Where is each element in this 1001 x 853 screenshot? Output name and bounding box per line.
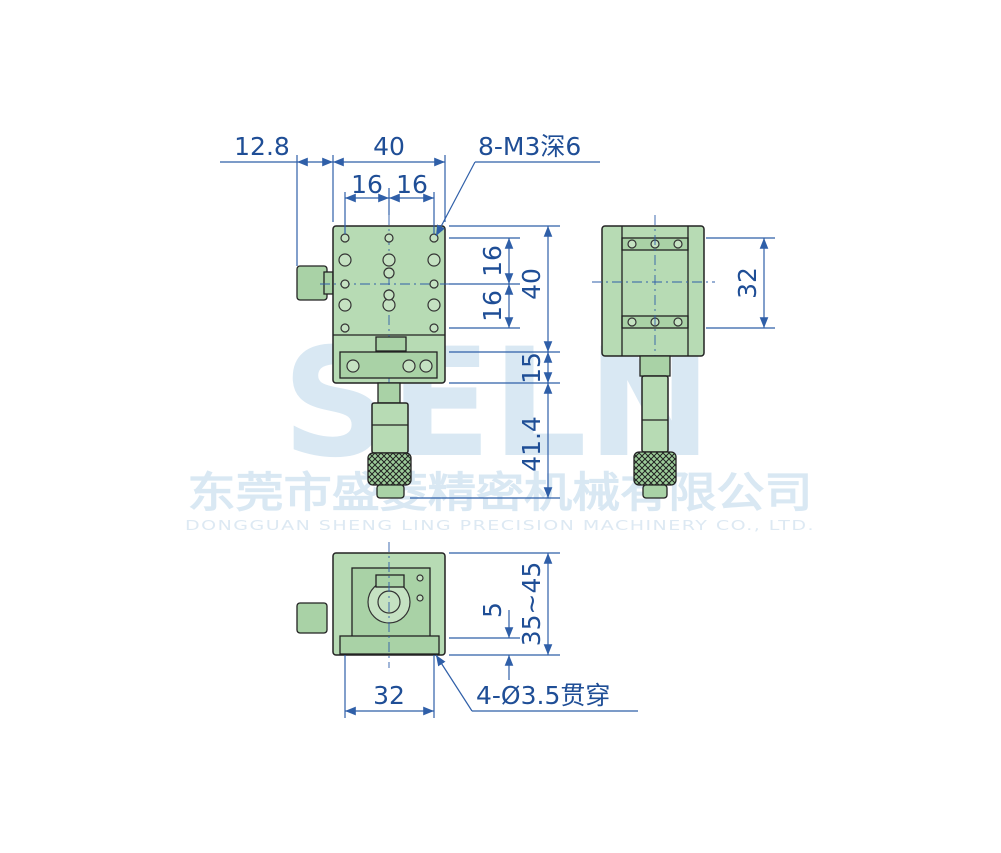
dim-front-5: 5 [478, 602, 507, 618]
dim-right-height: 40 [517, 268, 546, 300]
dim-right-pitch-a: 16 [478, 245, 507, 277]
dim-through-hole-note: 4-Ø3.5贯穿 [476, 681, 610, 710]
dim-right-15: 15 [517, 352, 546, 384]
side-view [592, 215, 715, 499]
dimension-labels: 12.8 40 16 16 8-M3深6 16 16 40 15 41.4 32… [234, 132, 762, 710]
front-view [296, 542, 446, 668]
dim-right-414: 41.4 [517, 416, 546, 472]
hole-grid [338, 233, 441, 333]
dim-thread-note: 8-M3深6 [478, 132, 581, 161]
watermark-company-cn: 东莞市盛菱精密机械有限公司 [188, 468, 813, 517]
dim-hole-pitch-b: 16 [396, 170, 428, 199]
dim-hole-pitch-a: 16 [351, 170, 383, 199]
dim-side-32: 32 [733, 267, 762, 299]
dim-front-32: 32 [373, 681, 405, 710]
dim-top-offset: 12.8 [234, 132, 290, 161]
dimension-lines [220, 155, 775, 718]
watermark: SELN 东莞市盛菱精密机械有限公司 DONGGUAN SHENG LING P… [185, 317, 815, 534]
dim-top-width: 40 [373, 132, 405, 161]
dim-right-pitch-b: 16 [478, 290, 507, 322]
dim-front-height-range: 35~45 [517, 562, 546, 647]
watermark-company-en: DONGGUAN SHENG LING PRECISION MACHINERY … [185, 519, 815, 534]
top-view [296, 215, 458, 499]
